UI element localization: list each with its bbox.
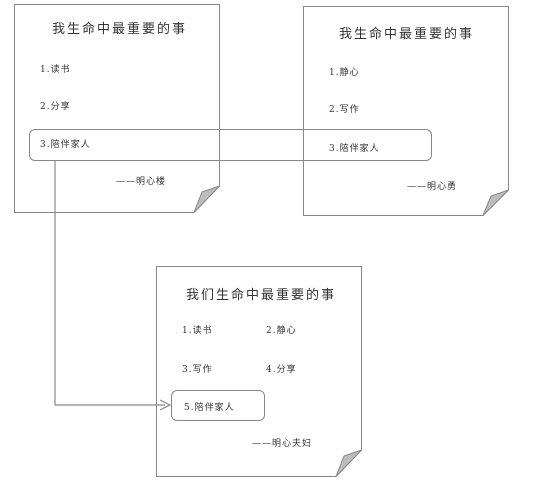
list-item: 1.静心 [329,68,360,78]
list-item: 3.陪伴家人 [40,140,91,150]
page-fold-icon [335,449,362,477]
merged-item-highlight [171,390,265,421]
note-signature: ——明心夫妇 [252,439,313,449]
page-fold-icon [482,189,509,216]
list-item: 4.分享 [266,365,297,375]
page-fold-icon [193,185,220,213]
note-merged-paper [156,266,362,477]
list-item: 5.陪伴家人 [184,403,235,413]
arrowhead-icon [159,399,172,411]
shared-item-highlight [29,129,432,161]
list-item: 1.读书 [40,65,71,75]
list-item: 2.写作 [329,105,360,115]
list-item: 1.读书 [182,326,213,336]
note-title: 我生命中最重要的事 [52,22,188,37]
list-item: 3.写作 [182,365,213,375]
note-right-paper [303,6,509,216]
list-item: 3.陪伴家人 [329,144,380,154]
list-item: 2.分享 [40,102,71,112]
note-signature: ——明心楼 [116,177,167,187]
list-item: 2.静心 [266,326,297,336]
note-title: 我生命中最重要的事 [339,27,475,42]
note-title: 我们生命中最重要的事 [186,288,337,303]
note-right: 我生命中最重要的事 1.静心 2.写作 3.陪伴家人 ——明心勇 [303,6,510,217]
note-signature: ——明心勇 [407,182,458,192]
note-merged: 我们生命中最重要的事 1.读书 2.静心 3.写作 4.分享 5.陪伴家人 ——… [156,266,364,478]
